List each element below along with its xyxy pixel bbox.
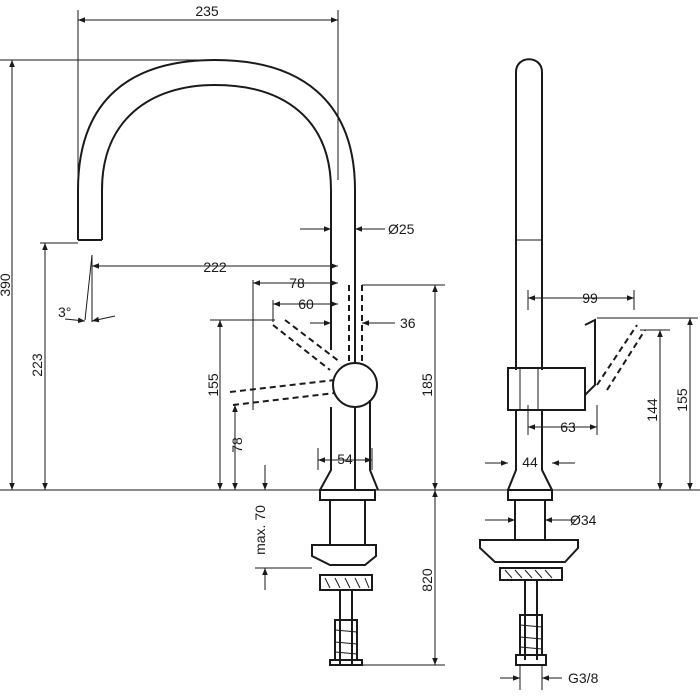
dim-36: 36: [400, 315, 416, 331]
front-view: [0, 58, 700, 666]
dim-223: 223: [29, 353, 45, 377]
dim-235: 235: [195, 3, 219, 19]
front-dimensions: 235 390 223 Ø25 222 3° 78 60 36: [0, 3, 445, 666]
spout-outer: [77, 58, 356, 490]
dim-820: 820: [419, 568, 435, 592]
dim-78-reach: 78: [289, 275, 305, 291]
dim-63: 63: [560, 419, 576, 435]
dim-78-low: 78: [229, 437, 245, 453]
dim-dia25: Ø25: [388, 221, 415, 237]
dim-155-side: 155: [674, 388, 690, 412]
dim-g38: G3/8: [568, 670, 599, 686]
side-view: [479, 58, 646, 666]
dim-3deg: 3°: [58, 304, 71, 320]
dim-60: 60: [298, 296, 314, 312]
side-dimensions: 99 63 144 155 44 Ø34 G3/8: [485, 290, 698, 690]
dim-144: 144: [644, 398, 660, 422]
side-spout: [515, 58, 543, 370]
dim-390: 390: [0, 273, 13, 297]
dim-222: 222: [203, 259, 227, 275]
dim-99: 99: [582, 290, 598, 306]
dim-max70: max. 70: [252, 505, 268, 555]
dim-155: 155: [205, 373, 221, 397]
dim-185: 185: [419, 373, 435, 397]
spout-inner: [101, 83, 332, 350]
lever-knob: [332, 362, 378, 408]
dim-44: 44: [522, 454, 538, 470]
dim-54: 54: [337, 451, 353, 467]
dim-dia34: Ø34: [570, 512, 597, 528]
